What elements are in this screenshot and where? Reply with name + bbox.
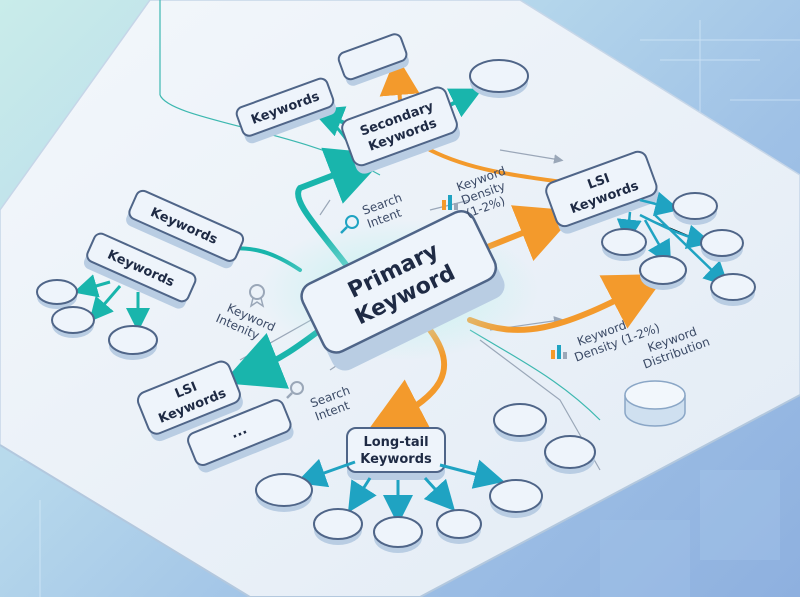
bar-chart-icon <box>551 345 567 359</box>
right-circles <box>601 191 756 306</box>
platform-edge <box>0 394 800 597</box>
search-icon <box>286 381 304 399</box>
left-circles <box>36 274 158 360</box>
bottom-circles <box>255 403 596 553</box>
arrow-secondary-up <box>379 55 420 102</box>
cylinder-node[interactable] <box>624 380 686 427</box>
empty-node-top[interactable] <box>337 32 411 87</box>
circle-node-right-4[interactable] <box>639 255 687 290</box>
circle-node-right-2[interactable] <box>601 228 647 261</box>
secondary-keywords-node[interactable]: Secondary Keywords <box>340 85 463 176</box>
primary-keyword-node[interactable]: Primary Keyword <box>297 207 509 376</box>
longtail-keywords-node[interactable]: Long-tail Keywords <box>346 427 446 480</box>
ellipsis-label: ... <box>229 421 250 442</box>
circle-node-bottom-4[interactable] <box>436 509 482 544</box>
badge-icon <box>249 284 265 308</box>
keywords-node-left-2[interactable]: Keywords <box>82 231 198 310</box>
circle-node-right-1[interactable] <box>672 192 718 225</box>
circle-node-bottom-7[interactable] <box>544 435 596 474</box>
lsi-right-line1: LSI <box>586 171 612 193</box>
circle-node-top-right[interactable] <box>469 59 529 98</box>
circle-node-bottom-1[interactable] <box>255 473 313 512</box>
circle-node-left-3[interactable] <box>108 325 158 360</box>
circle-node-left-1[interactable] <box>36 279 78 309</box>
keywords-node-top[interactable]: Keywords <box>235 77 338 146</box>
circle-node-bottom-6[interactable] <box>493 403 547 442</box>
circle-node-left-2[interactable] <box>51 306 95 338</box>
circle-node-right-3[interactable] <box>700 229 744 262</box>
ellipsis-node[interactable]: ... <box>186 398 296 475</box>
circle-node-bottom-5[interactable] <box>489 479 543 518</box>
circle-node-right-5[interactable] <box>710 273 756 306</box>
background-decoration <box>0 20 800 597</box>
bar-chart-icon <box>442 195 458 210</box>
longtail-line1: Long-tail <box>363 435 428 450</box>
lsi-keywords-node-right[interactable]: LSI Keywords <box>544 149 662 236</box>
circle-node-bottom-2[interactable] <box>313 508 363 545</box>
longtail-line2: Keywords <box>360 452 432 467</box>
search-icon <box>340 215 359 234</box>
circle-node-bottom-3[interactable] <box>373 516 423 553</box>
